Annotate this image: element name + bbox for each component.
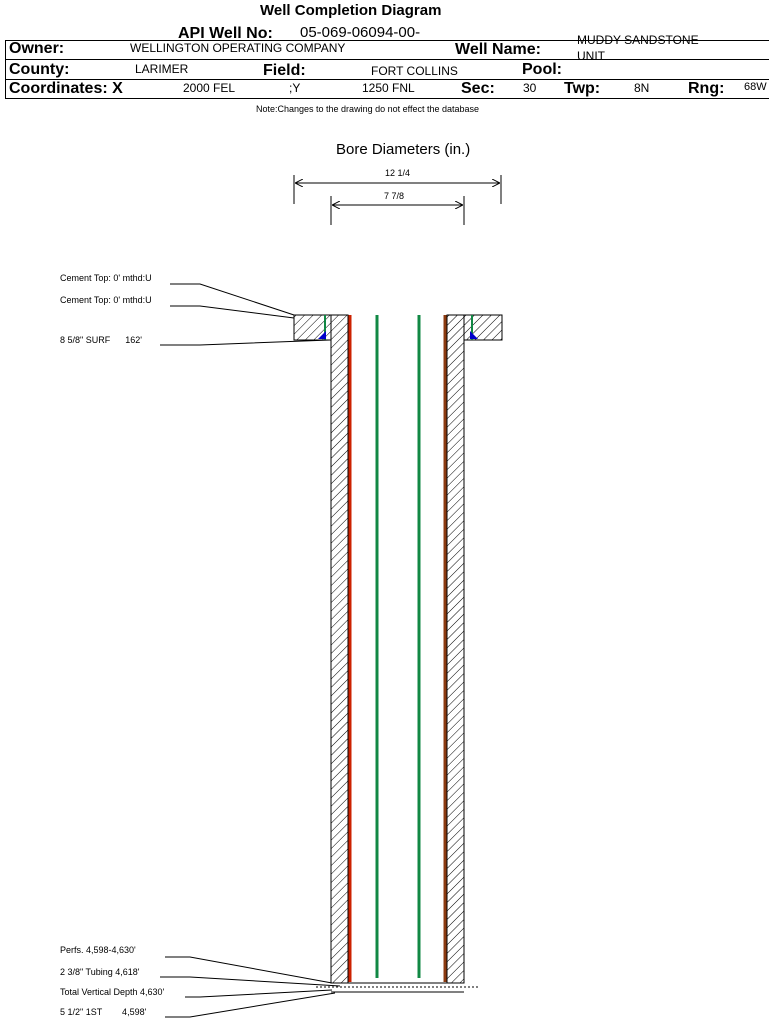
twp-label: Twp: [564, 80, 601, 97]
api-value: 05-069-06094-00- [300, 24, 421, 41]
bore-inner-label: 7 7/8 [384, 191, 405, 201]
bore-outer-dimension [293, 175, 502, 204]
rng-value: 68W [744, 81, 767, 93]
header-line-4 [5, 98, 769, 99]
header-line-3 [5, 79, 769, 80]
pool-label: Pool: [522, 61, 562, 78]
diagram-title: Well Completion Diagram [260, 2, 442, 19]
cement-top-callout-2: Cement Top: 0' mthd:U [60, 295, 152, 305]
database-note: Note:Changes to the drawing do not effec… [256, 104, 479, 114]
total-depth-callout: Total Vertical Depth 4,630' [60, 987, 165, 997]
surface-casing-callout: 8 5/8" SURF 162' [60, 335, 142, 345]
field-label: Field: [263, 62, 306, 79]
cement-top-callout-1: Cement Top: 0' mthd:U [60, 273, 152, 283]
coords-x-value: 2000 FEL [183, 81, 236, 95]
bore-inner-dimension [330, 196, 465, 225]
header-line-1 [5, 40, 769, 41]
twp-value: 8N [634, 81, 650, 95]
owner-label: Owner: [9, 40, 65, 57]
coords-y-value: 1250 FNL [362, 81, 415, 95]
county-value: LARIMER [135, 62, 189, 76]
perfs-callout: Perfs. 4,598-4,630' [60, 945, 136, 955]
cement-marker-right [470, 331, 478, 339]
coords-y-separator: ;Y [289, 81, 301, 95]
api-label: API Well No: [178, 25, 273, 42]
bore-outer-label: 12 1/4 [385, 168, 411, 178]
field-value: FORT COLLINS [371, 64, 458, 78]
bore-diameters-title: Bore Diameters (in.) [336, 141, 471, 158]
sec-value: 30 [523, 81, 537, 95]
owner-value: WELLINGTON OPERATING COMPANY [130, 41, 346, 55]
sec-label: Sec: [461, 80, 495, 97]
production-casing-callout: 5 1/2" 1ST 4,598' [60, 1007, 147, 1017]
well-name-label: Well Name: [455, 41, 541, 58]
rng-label: Rng: [688, 80, 725, 97]
hole-wall-right [446, 314, 465, 984]
hole-wall-left [330, 314, 349, 984]
well-name-value-2: UNIT [577, 49, 605, 63]
header-left-border [5, 40, 6, 98]
surface-cement-right [463, 314, 503, 341]
hole-bottom [316, 982, 480, 993]
county-label: County: [9, 61, 70, 78]
coords-label: Coordinates: X [9, 80, 123, 97]
cement-marker-left [318, 331, 326, 339]
tubing-callout: 2 3/8" Tubing 4,618' [60, 967, 140, 977]
leader-lines [160, 283, 341, 1018]
header-line-2 [5, 59, 769, 60]
well-name-value-1: MUDDY SANDSTONE [577, 33, 699, 47]
